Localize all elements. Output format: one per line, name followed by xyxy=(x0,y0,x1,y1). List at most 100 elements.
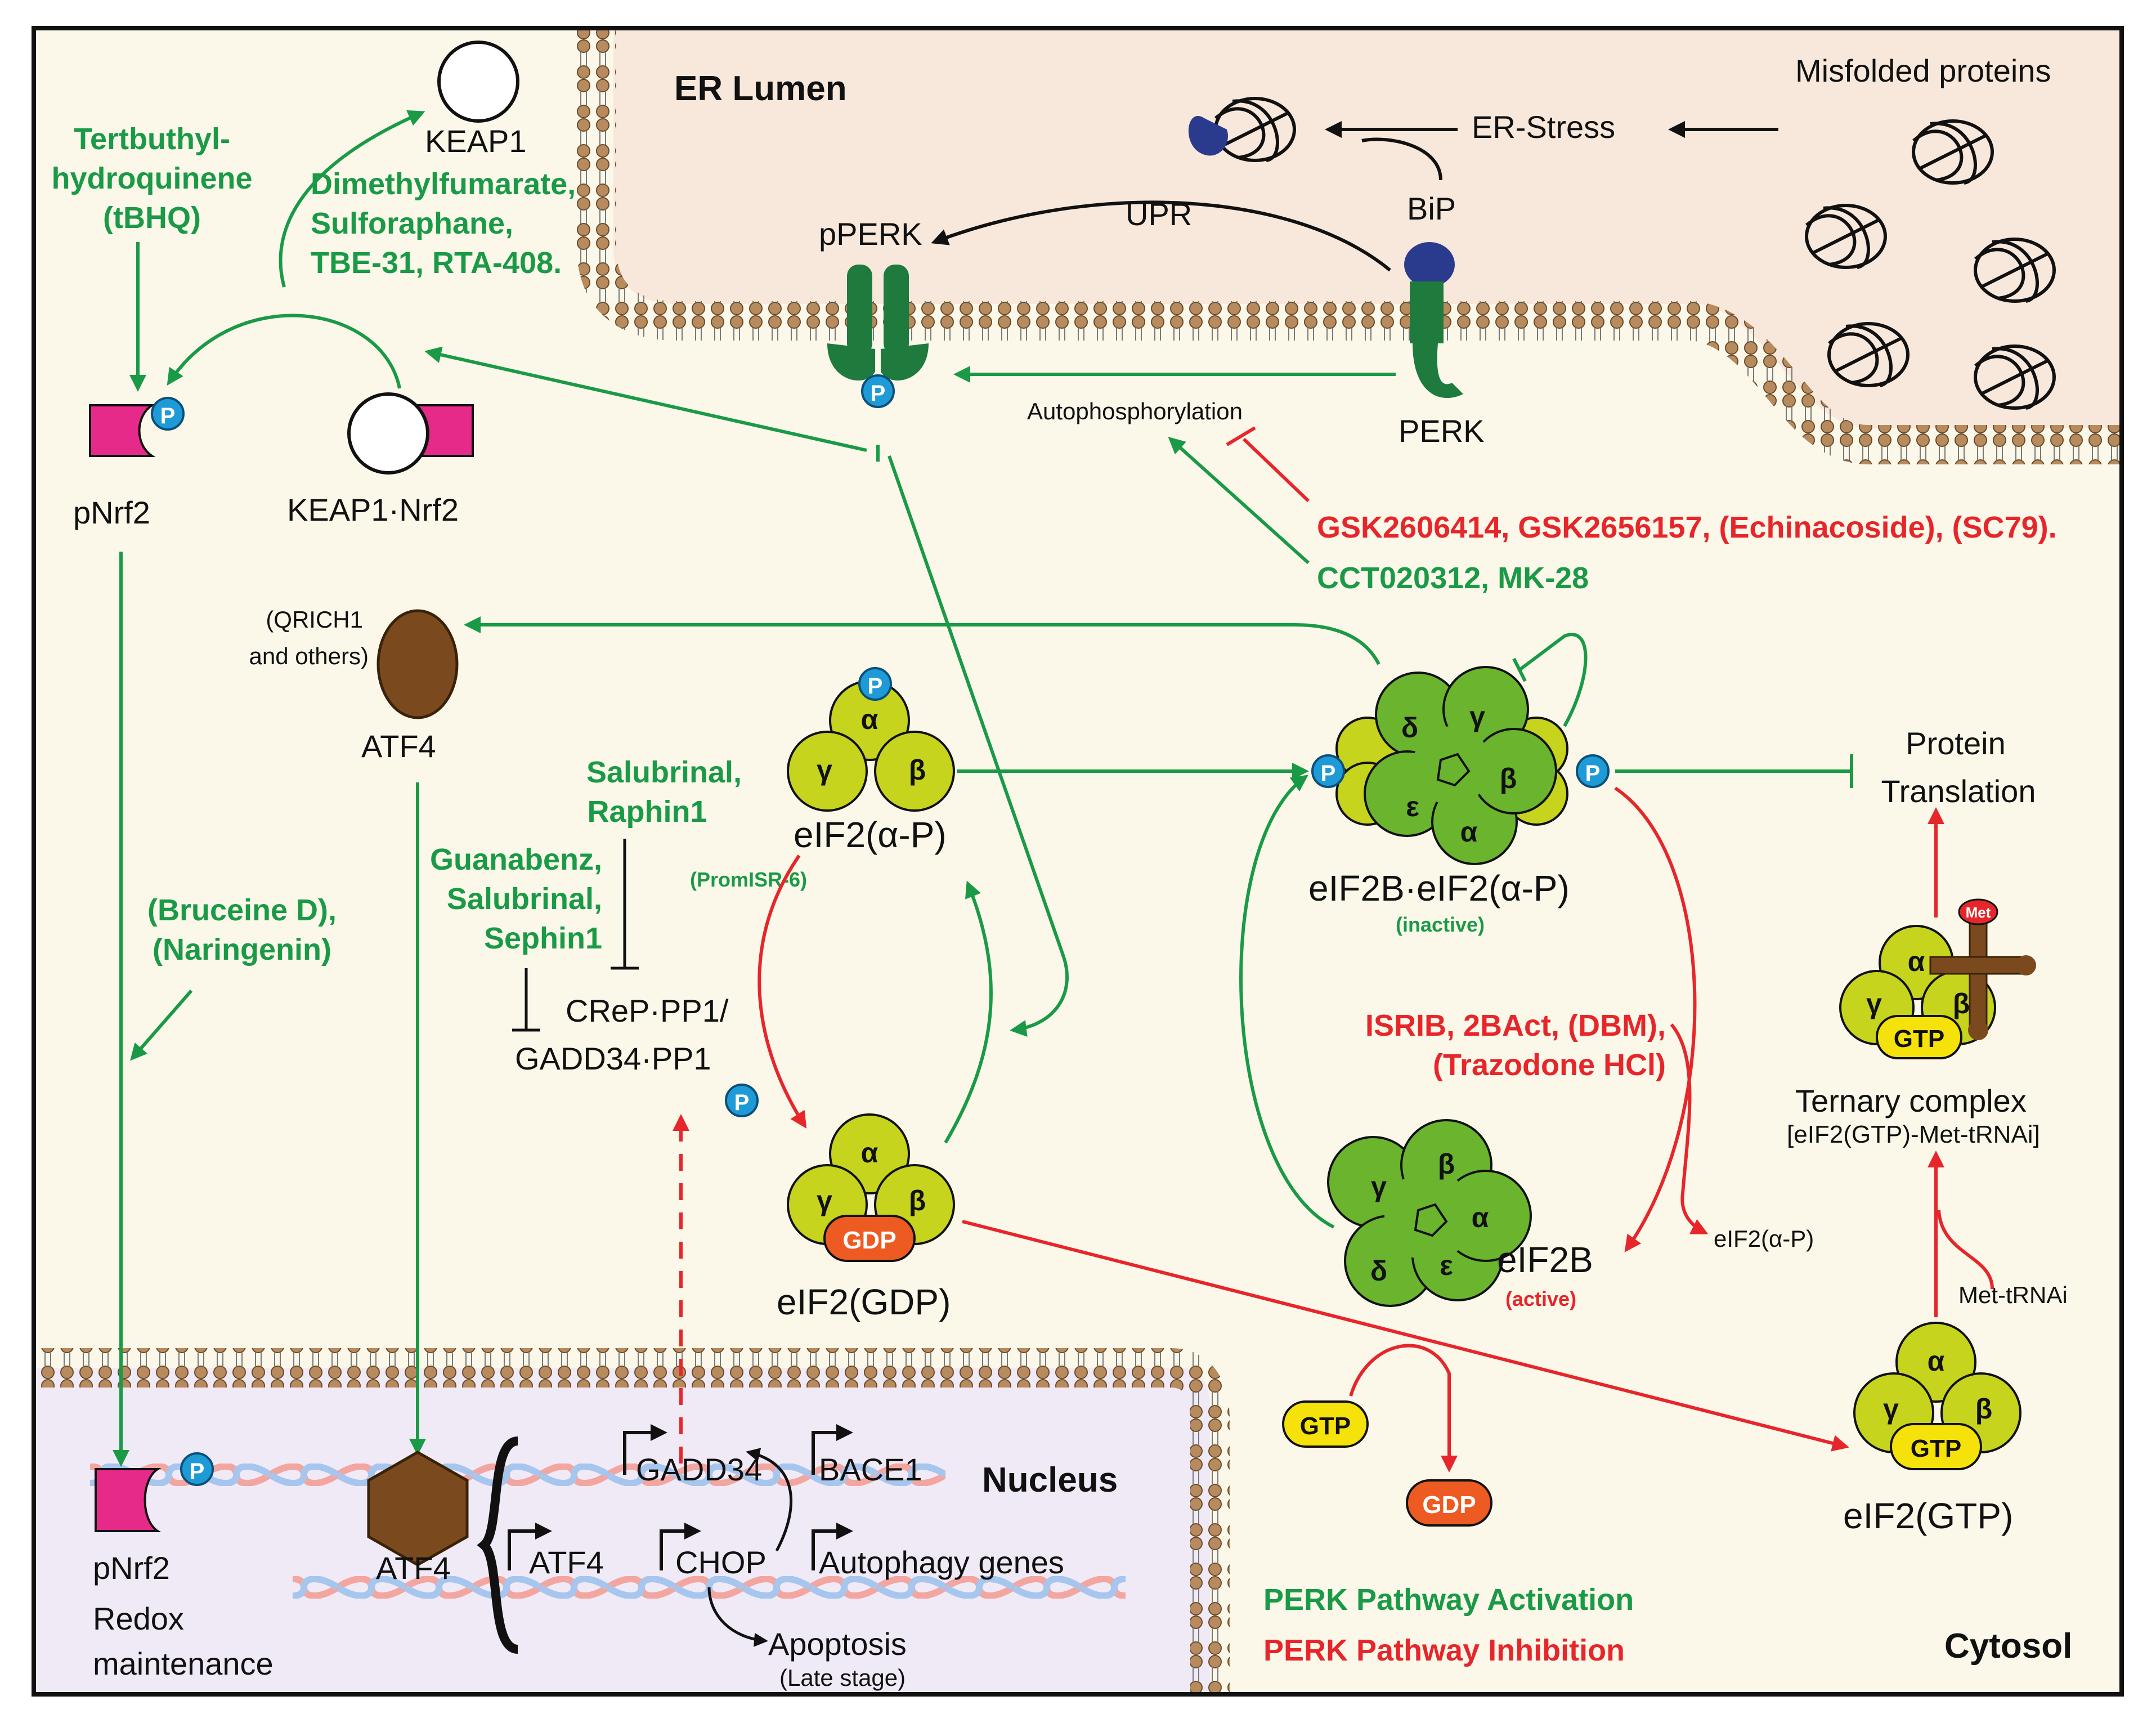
nrf2-phosphorylation-arrow xyxy=(167,314,401,389)
er-membrane xyxy=(577,30,2119,464)
keap1-nrf2-icon xyxy=(347,392,474,475)
keap1-release-arrow xyxy=(279,110,425,288)
eif2-alpha-p-gamma: γ xyxy=(817,754,832,786)
pperk-to-nrf2-arrow xyxy=(424,346,867,452)
pnrf2-phospho-label: P xyxy=(160,404,176,428)
keap1-activator-3: TBE-31, RTA-408. xyxy=(311,246,562,280)
ternary-gtp: GTP xyxy=(1894,1025,1944,1053)
redox-line-2: maintenance xyxy=(93,1646,274,1681)
bruceine-line-1: (Bruceine D), xyxy=(147,893,337,927)
gdp-free-icon: GDP xyxy=(1406,1479,1492,1527)
legend-activation: PERK Pathway Activation xyxy=(1263,1583,1634,1617)
perk-label: PERK xyxy=(1399,413,1485,449)
er-stress-label: ER-Stress xyxy=(1472,109,1615,145)
eif2b-to-atf4-arrow xyxy=(464,616,1380,665)
eif2b-release-arrow xyxy=(1614,786,1697,1252)
eif2-alpha-p-beta: β xyxy=(909,754,926,786)
perk-activator-arrow xyxy=(1168,436,1310,565)
eif2-gdp-gdp: GDP xyxy=(842,1227,896,1254)
eif2-gdp-beta: β xyxy=(909,1185,926,1216)
perk-icon xyxy=(1404,242,1463,399)
complex-phospho-right: P xyxy=(1585,761,1601,786)
perk-inhibitors: GSK2606414, GSK2656157, (Echinacoside), … xyxy=(1317,511,2057,544)
eif2-alpha-p-icon: P α γ β xyxy=(787,667,955,812)
complex-self-inhibit-line xyxy=(1518,633,1588,727)
eif2-gdp-to-gtp-arrow xyxy=(962,1220,1849,1452)
complex-self-inhibit-bar xyxy=(1512,657,1527,682)
gtp-free-label: GTP xyxy=(1300,1412,1351,1440)
met-trna-label: Met-tRNAi xyxy=(1958,1282,2068,1308)
isrib-line-2: (Trazodone HCl) xyxy=(1433,1048,1666,1082)
upr-arrow xyxy=(931,200,1391,272)
eif2b-delta: δ xyxy=(1370,1255,1387,1287)
met-trna-arrow xyxy=(1937,1210,1994,1290)
complex-gamma: γ xyxy=(1469,701,1485,732)
pperk-phospho-label: P xyxy=(871,381,886,406)
dna-strand-upper xyxy=(90,1464,945,1486)
perk-inhibitor-bar xyxy=(1226,426,1256,446)
keap1-label: KEAP1 xyxy=(425,123,527,159)
translation-label: Translation xyxy=(1881,773,2036,809)
dephosphorylation-arrow xyxy=(757,854,807,1129)
eif2-alpha-p-phospho-label: P xyxy=(868,674,883,699)
pperk-to-eif2-arrow xyxy=(887,455,1069,1037)
pnrf2-nuclear-phospho: P xyxy=(190,1459,205,1484)
chop-to-gadd34-arrow xyxy=(746,1448,793,1552)
atf4-partners-2: and others) xyxy=(249,643,369,669)
gadd34-pp1-label: GADD34·PP1 xyxy=(515,1041,711,1076)
misfolded-protein-icons xyxy=(1214,97,2056,410)
cytosol-label: Cytosol xyxy=(1944,1627,2072,1666)
er-lumen-label: ER Lumen xyxy=(674,69,847,108)
eif2-gtp-gtp: GTP xyxy=(1911,1435,1961,1462)
complex-beta: β xyxy=(1500,763,1517,794)
met-label: Met xyxy=(1966,904,1991,921)
eif2-alpha-p-label: eIF2(α-P) xyxy=(794,814,947,855)
guanabenz-line-3: Sephin1 xyxy=(484,921,602,955)
pnrf2-icon: P xyxy=(89,397,185,457)
pnrf2-nuclear-icon: P xyxy=(95,1452,214,1532)
atf4-partners-1: (QRICH1 xyxy=(266,606,363,633)
ternary-complex-detail: [eIF2(GTP)-Met-tRNAi] xyxy=(1787,1121,2040,1148)
apoptosis-label: Apoptosis xyxy=(768,1626,907,1662)
pnrf2-label: pNrf2 xyxy=(73,495,150,530)
pnrf2-nuclear-label: pNrf2 xyxy=(93,1550,170,1586)
nucleus-label: Nucleus xyxy=(982,1461,1118,1500)
gene-chop: CHOP xyxy=(675,1545,767,1580)
legend-inhibition: PERK Pathway Inhibition xyxy=(1263,1634,1625,1667)
eif2b-active-icon: γ β δ ε α xyxy=(1327,1119,1532,1307)
guanabenz-line-1: Guanabenz, xyxy=(430,843,602,876)
eif2b-gamma: γ xyxy=(1371,1171,1387,1202)
eif2-gtp-label: eIF2(GTP) xyxy=(1843,1496,2013,1536)
eif2b-epsilon: ε xyxy=(1440,1250,1453,1281)
crep-pp1-label: CReP·PP1/ xyxy=(566,993,729,1028)
eif2b-beta: β xyxy=(1438,1148,1455,1180)
promoter-arrows xyxy=(508,1424,853,1570)
tbhq-line-2: hydroquinene xyxy=(51,162,252,195)
eif2-alpha-p-alpha: α xyxy=(861,704,878,735)
redox-line-1: Redox xyxy=(93,1601,184,1636)
nuclear-membrane xyxy=(36,1348,1230,1692)
complex-delta: δ xyxy=(1401,712,1418,744)
gene-targets-brace xyxy=(477,1436,519,1654)
ternary-gamma: γ xyxy=(1866,988,1882,1019)
eif2b-complex-label: eIF2B·eIF2(α-P) xyxy=(1308,868,1570,909)
tbhq-line-3: (tBHQ) xyxy=(103,201,201,235)
eif2-gdp-alpha: α xyxy=(861,1137,878,1169)
gdp-gtp-exchange-arrow xyxy=(1349,1344,1458,1473)
eif2-gtp-gamma: γ xyxy=(1883,1393,1899,1425)
nucleus-region xyxy=(36,1368,1210,1692)
eif2-gdp-icon: α γ β GDP xyxy=(787,1113,955,1262)
salubrinal-raphin-1: Salubrinal, xyxy=(586,755,742,789)
eif2-gdp-label: eIF2(GDP) xyxy=(777,1282,951,1322)
isrib-line-1: ISRIB, 2BAct, (DBM), xyxy=(1365,1009,1666,1042)
gene-autophagy: Autophagy genes xyxy=(819,1545,1064,1580)
protein-label: Protein xyxy=(1906,726,2005,761)
eif2b-eif2-complex-icon: P P δ γ ε α β xyxy=(1311,666,1610,865)
perk-activators: CCT020312, MK-28 xyxy=(1317,561,1589,595)
eif2b-inactive-label: (inactive) xyxy=(1396,913,1485,936)
complex-epsilon: ε xyxy=(1406,791,1419,822)
autophosphorylation-label: Autophosphorylation xyxy=(1027,398,1243,424)
guanabenz-line-2: Salubrinal, xyxy=(447,882,602,916)
